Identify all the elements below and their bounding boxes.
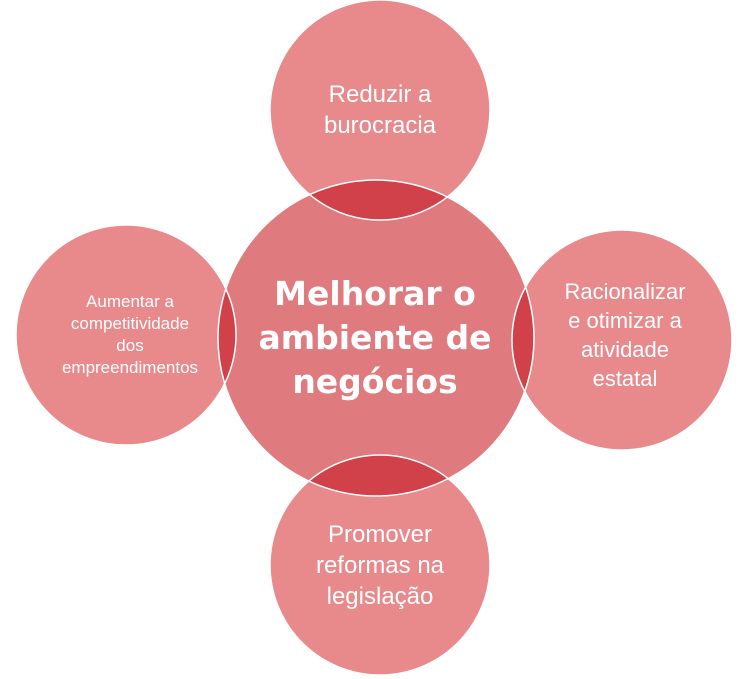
node-circle-bottom: [270, 455, 490, 675]
center-circle: [218, 180, 534, 496]
outline-right: [511, 229, 733, 451]
node-label-bottom: Promover reformas na legislação: [315, 520, 445, 610]
outline-center: [217, 179, 535, 497]
outline-left: [15, 224, 237, 446]
node-circle-top: [270, 0, 490, 220]
node-circle-left: [16, 225, 236, 445]
node-label-right: Racionalizar e otimizar a atividade esta…: [564, 279, 686, 391]
center-label: Melhorar o ambiente de negócios: [258, 274, 492, 401]
node-label-left: Aumentar a competitividade dos empreendi…: [61, 292, 199, 377]
outline-group: [15, 0, 733, 676]
node-circle-right: [512, 230, 732, 450]
outline-bottom: [269, 454, 491, 676]
outline-top: [269, 0, 491, 221]
node-label-top: Reduzir a burocracia: [323, 81, 437, 139]
